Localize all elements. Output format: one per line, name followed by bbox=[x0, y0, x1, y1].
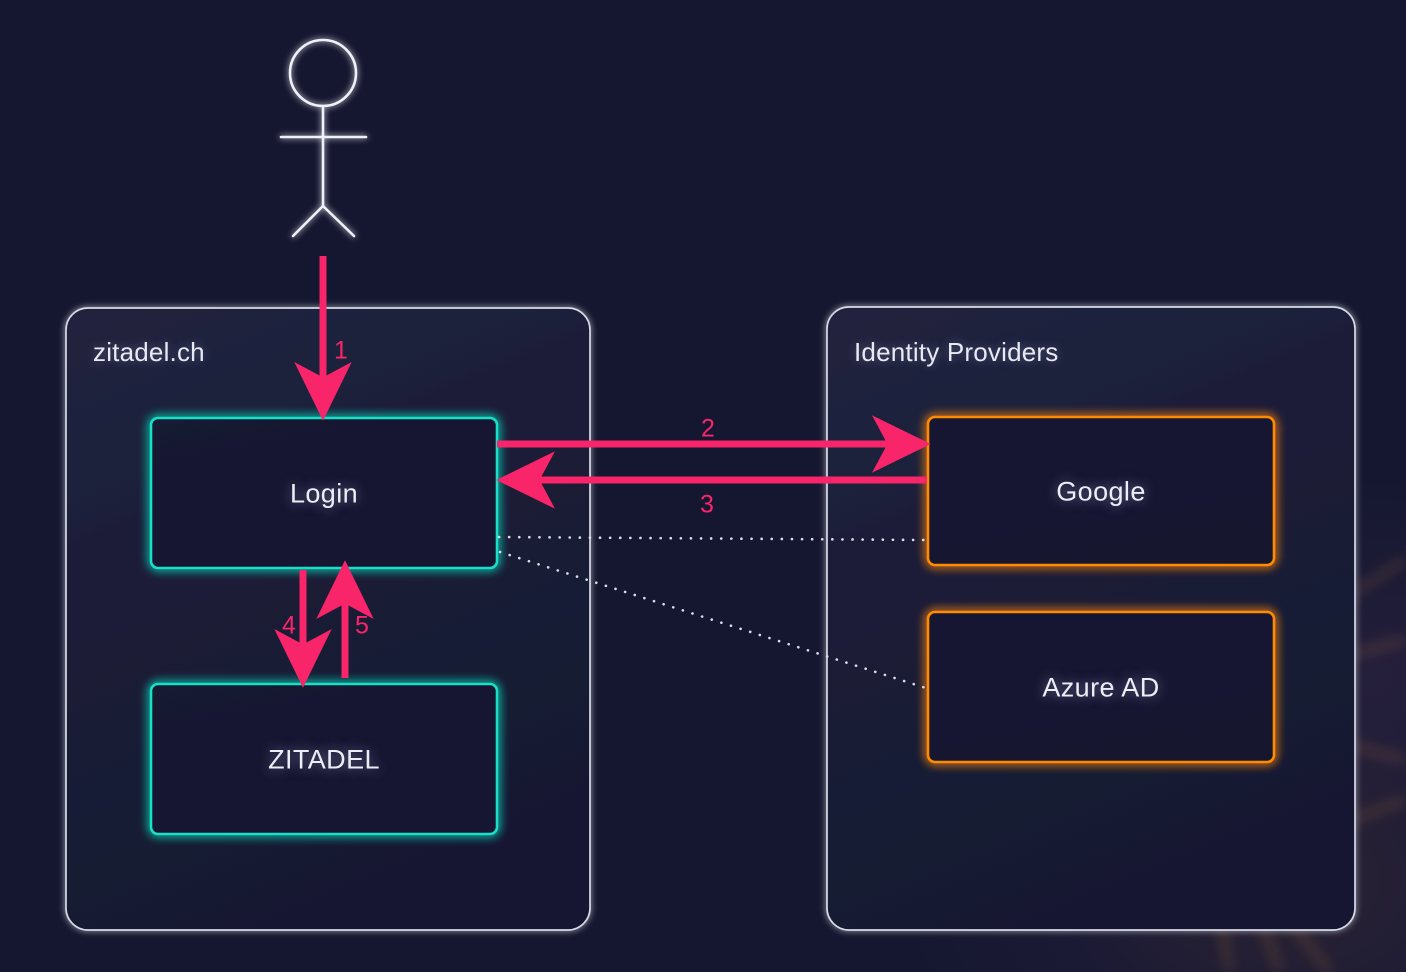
node-label-azure-ad: Azure AD bbox=[1042, 672, 1160, 703]
group-label-zitadel-ch: zitadel.ch bbox=[93, 337, 205, 367]
node-google[interactable] bbox=[926, 415, 1276, 567]
node-label-zitadel: ZITADEL bbox=[268, 744, 380, 775]
node-azure-ad[interactable] bbox=[926, 610, 1276, 764]
step-label-5: 5 bbox=[355, 611, 369, 640]
group-label-identity-providers: Identity Providers bbox=[854, 337, 1059, 367]
step-label-4: 4 bbox=[282, 611, 296, 640]
step-label-2: 2 bbox=[701, 414, 715, 443]
step-label-3: 3 bbox=[700, 490, 714, 519]
edge-login-google-dotted bbox=[497, 535, 931, 542]
node-label-google: Google bbox=[1056, 476, 1146, 507]
step-label-1: 1 bbox=[334, 336, 348, 365]
group-zitadel-ch bbox=[65, 307, 591, 931]
node-label-login: Login bbox=[289, 478, 359, 509]
stick-figure-icon bbox=[279, 38, 368, 238]
